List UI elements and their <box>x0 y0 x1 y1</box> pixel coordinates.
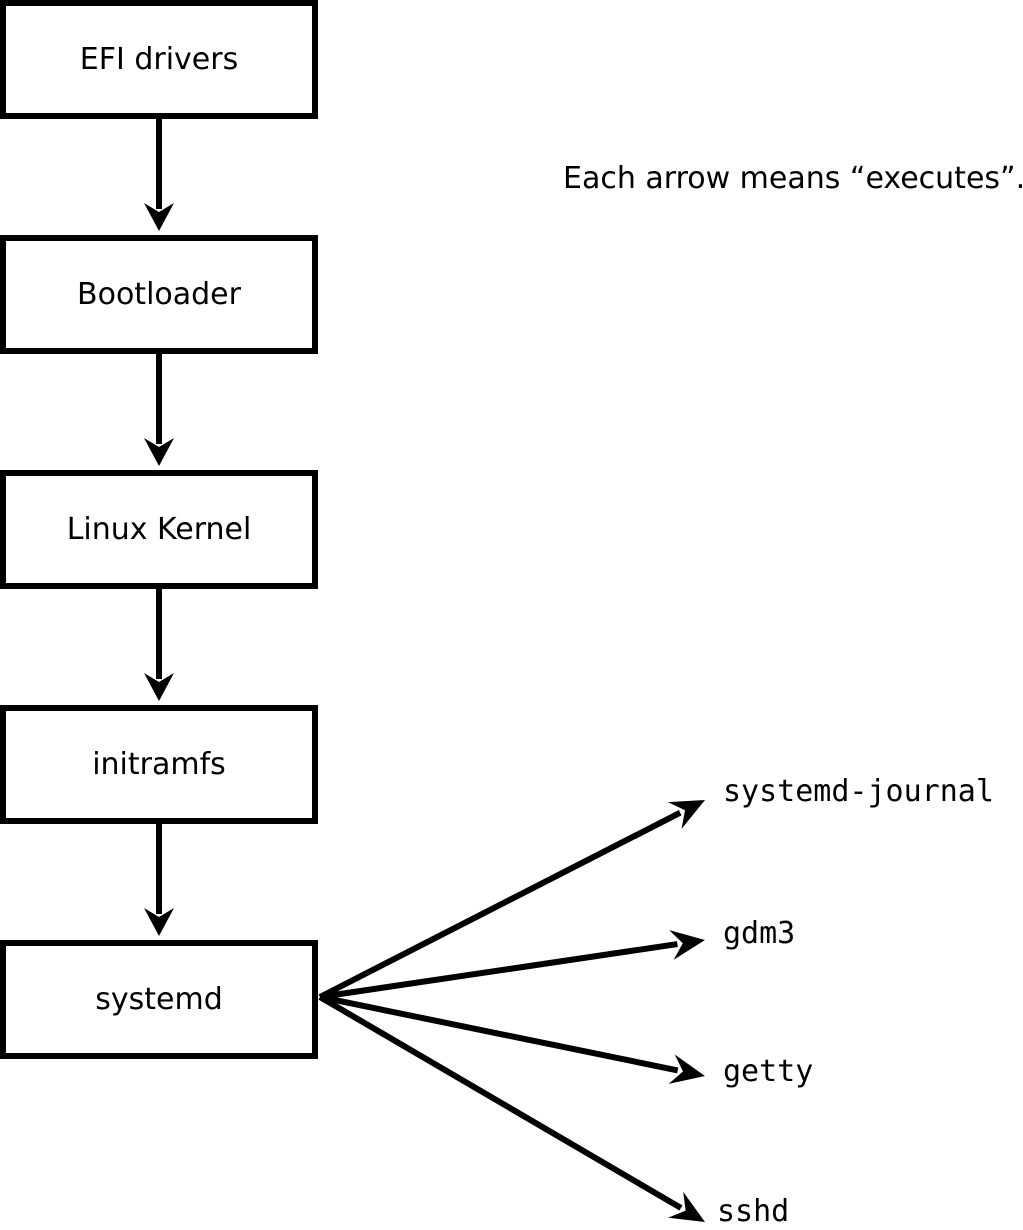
node-label-bootloader: Bootloader <box>77 276 241 312</box>
node-box-systemd[interactable]: systemd <box>0 940 318 1059</box>
leaf-label-sshd: sshd <box>717 1194 790 1229</box>
node-label-linux-kernel: Linux Kernel <box>66 511 252 547</box>
node-label-systemd: systemd <box>95 981 223 1017</box>
fanout-arrow-systemd-to-gdm3 <box>319 930 705 1000</box>
leaf-label-getty: getty <box>723 1054 814 1089</box>
node-box-linux-kernel[interactable]: Linux Kernel <box>0 470 318 589</box>
fanout-arrow-systemd-to-getty <box>319 994 705 1084</box>
node-label-efi-drivers: EFI drivers <box>79 41 239 77</box>
leaf-label-systemd-journal: systemd-journal <box>723 774 994 809</box>
leaf-label-gdm3: gdm3 <box>723 916 796 951</box>
fanout-arrow-systemd-to-systemd-journal <box>318 800 705 1000</box>
fanout-arrow-systemd-to-sshd <box>318 994 705 1222</box>
chain-arrow-bootloader-to-linux-kernel <box>144 354 174 466</box>
chain-arrow-initramfs-to-systemd <box>144 824 174 936</box>
node-box-bootloader[interactable]: Bootloader <box>0 235 318 354</box>
chain-arrow-efi-drivers-to-bootloader <box>144 119 174 231</box>
node-box-initramfs[interactable]: initramfs <box>0 705 318 824</box>
chain-arrow-linux-kernel-to-initramfs <box>144 589 174 701</box>
node-box-efi-drivers[interactable]: EFI drivers <box>0 0 318 119</box>
node-label-initramfs: initramfs <box>92 746 226 782</box>
legend-caption: Each arrow means “executes”. <box>563 161 1023 196</box>
